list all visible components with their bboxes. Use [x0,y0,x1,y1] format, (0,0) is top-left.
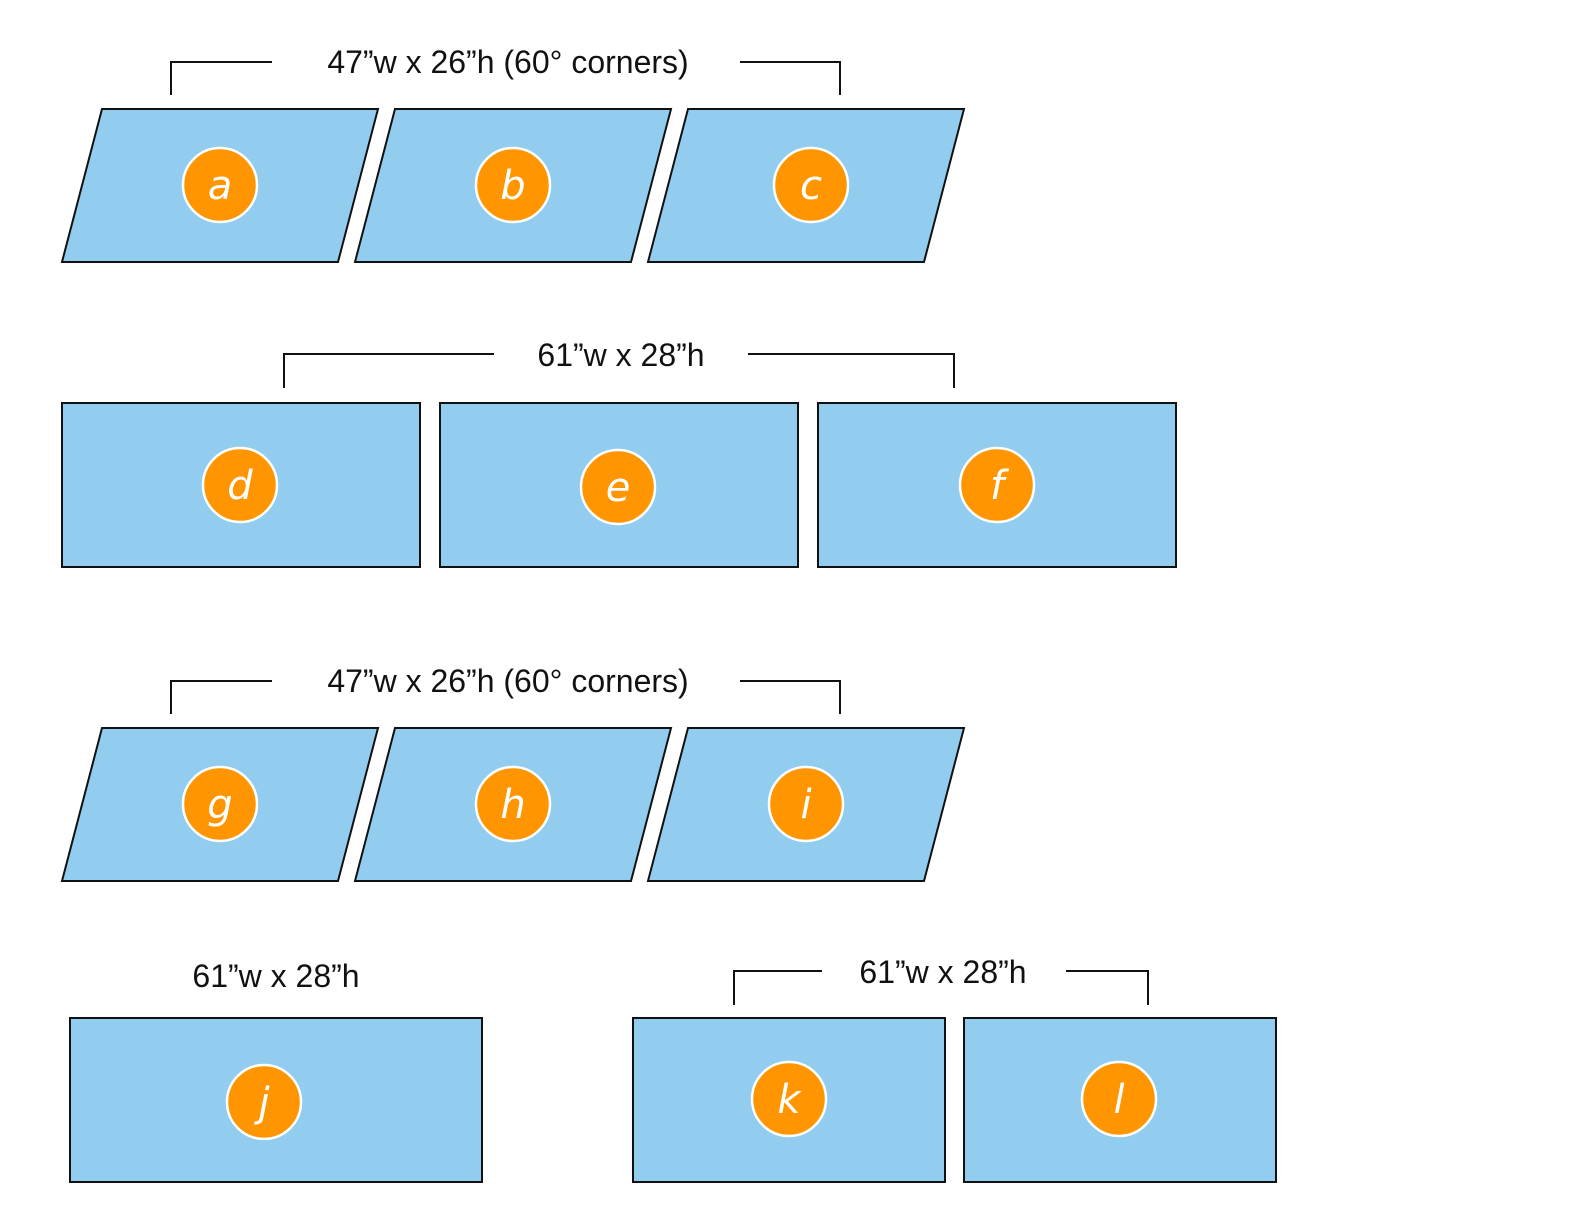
panel-a-letter: a [208,163,233,209]
panel-d: d [61,402,421,568]
panel-i: i [646,727,966,882]
row1-bracket-left [170,61,272,95]
panel-j: j [69,1017,483,1183]
panel-j-badge [225,1063,303,1141]
panel-k-badge [750,1060,828,1138]
panel-i-letter: i [800,782,811,828]
row2-bracket-right [748,353,955,388]
panel-g-letter: g [207,782,232,828]
row2-dimension: 61”w x 28”h [283,337,955,388]
panel-b: b [353,108,673,263]
row4-right-dimension-label: 61”w x 28”h [859,954,1026,990]
row4-bracket-left [733,970,822,1005]
panel-l-letter: l [1113,1077,1124,1123]
panel-k-letter: k [777,1077,802,1123]
panel-a: a [60,108,380,263]
panel-e-badge [579,448,657,526]
row4-right-dimension: 61”w x 28”h [733,954,1149,1005]
panel-c-letter: c [800,163,822,209]
panel-c-badge [772,146,850,224]
row1-dimension-label: 47”w x 26”h (60° corners) [327,44,688,80]
row2-bracket-left [283,353,494,388]
panel-b-badge [474,146,552,224]
panel-c: c [646,108,966,263]
panel-h-badge [474,765,552,843]
row4-bracket-right [1066,970,1149,1005]
panel-h: h [353,727,673,882]
panel-d-letter: d [227,463,253,509]
panel-d-badge [201,446,279,524]
row2-dimension-label: 61”w x 28”h [537,337,704,373]
row1-dimension: 47”w x 26”h (60° corners) [170,44,841,95]
row4-left-dimension-label: 61”w x 28”h [192,958,359,994]
panel-f: f [817,402,1177,568]
row3-bracket-right [740,680,841,714]
panel-k: k [632,1017,946,1183]
panel-l-badge [1080,1060,1158,1138]
panel-i-badge [767,765,845,843]
panel-e-letter: e [606,465,631,511]
panel-a-badge [181,146,259,224]
panel-g-badge [181,765,259,843]
panel-l: l [963,1017,1277,1183]
row3-bracket-left [170,680,272,714]
panel-f-badge [958,446,1036,524]
panel-h-letter: h [500,782,525,828]
row1-bracket-right [740,61,841,95]
panel-g: g [60,727,380,882]
panel-e: e [439,402,799,568]
panel-j-letter: j [253,1080,270,1126]
row3-dimension-label: 47”w x 26”h (60° corners) [327,663,688,699]
panel-b-letter: b [500,163,525,209]
row3-dimension: 47”w x 26”h (60° corners) [170,663,841,714]
